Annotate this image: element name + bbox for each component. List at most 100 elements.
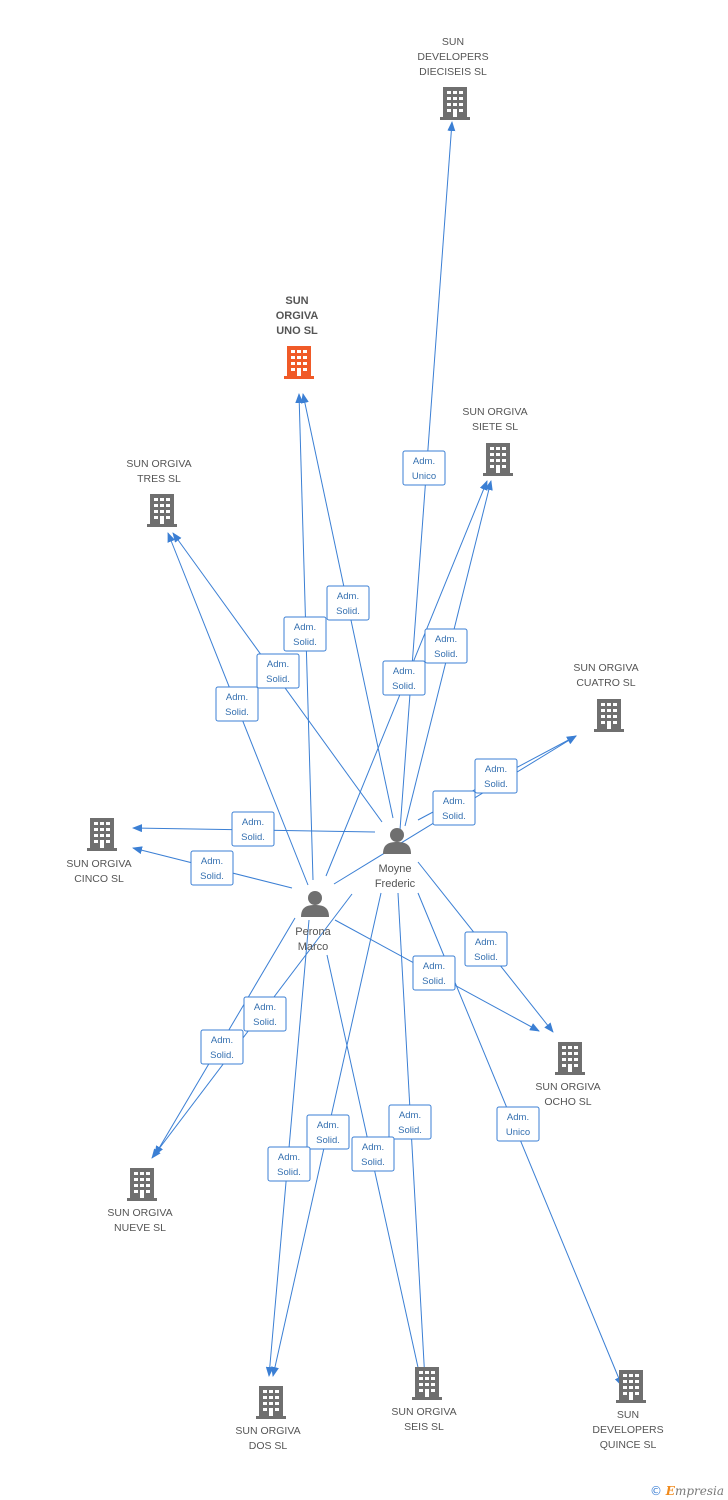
role-label-text: Solid. <box>210 1050 234 1061</box>
role-label[interactable]: Adm.Solid. <box>388 1104 432 1140</box>
brand-initial: E <box>665 1484 675 1498</box>
role-label[interactable]: Adm. Solid. <box>231 811 275 847</box>
role-label-text: Solid. <box>434 649 458 660</box>
building-icon <box>555 1042 585 1075</box>
node-label-line: OCHO SL <box>544 1096 591 1108</box>
role-label[interactable]: Adm.Solid. <box>306 1114 350 1150</box>
role-label[interactable]: Adm.Solid. <box>474 758 518 794</box>
role-label-box <box>231 811 275 847</box>
role-label[interactable]: Adm.Solid. <box>326 585 370 621</box>
role-label[interactable]: Adm.Solid. <box>412 955 456 991</box>
node-label-line: SUN ORGIVA <box>126 458 191 470</box>
company-node-uno[interactable]: SUN ORGIVA UNO SL <box>276 295 319 379</box>
role-label-box <box>256 653 300 689</box>
role-label[interactable]: Adm.Solid. <box>382 660 426 696</box>
role-label-text: Solid. <box>277 1167 301 1178</box>
role-label-text: Adm. <box>435 634 457 645</box>
node-label-line: SUN ORGIVA <box>462 406 527 418</box>
role-label-text: Adm. <box>201 856 223 867</box>
person-icon <box>383 828 411 854</box>
role-label-box <box>306 1114 350 1150</box>
role-label-text: Solid. <box>392 681 416 692</box>
role-label-text: Adm. <box>294 622 316 633</box>
building-icon <box>127 1168 157 1201</box>
role-label-text: Solid. <box>253 1017 277 1028</box>
role-label-text: Adm. <box>475 937 497 948</box>
role-label-text: Solid. <box>422 976 446 987</box>
role-label[interactable]: Adm. Solid. <box>190 850 234 886</box>
role-label-box <box>412 955 456 991</box>
role-label[interactable]: Adm.Solid. <box>432 790 476 826</box>
role-label[interactable]: Adm. Unico <box>496 1106 540 1142</box>
node-label-line: SUN ORGIVA <box>573 662 638 674</box>
company-node-cuatro[interactable]: SUN ORGIVA CUATRO SL <box>573 662 639 732</box>
role-label-box <box>496 1106 540 1142</box>
role-label-text: Adm. <box>317 1120 339 1131</box>
node-label-line: SUN ORGIVA <box>107 1207 172 1219</box>
brand-name: mpresia <box>674 1484 724 1498</box>
role-label-text: Adm. <box>399 1110 421 1121</box>
building-icon <box>87 818 117 851</box>
role-label-text: Adm. <box>362 1142 384 1153</box>
role-label-text: Solid. <box>361 1157 385 1168</box>
node-label-line: ORGIVA <box>276 310 319 322</box>
node-label-line: UNO SL <box>276 325 318 337</box>
building-icon <box>412 1367 442 1400</box>
role-label-box <box>190 850 234 886</box>
role-label-text: Solid. <box>200 871 224 882</box>
node-label-line: SUN <box>617 1409 639 1421</box>
copyright-icon: © <box>649 1484 662 1498</box>
role-label-text: Solid. <box>474 952 498 963</box>
role-label[interactable]: Adm.Solid. <box>256 653 300 689</box>
role-label-box <box>464 931 508 967</box>
role-label[interactable]: Adm. Solid. <box>464 931 508 967</box>
role-label-text: Adm. <box>507 1112 529 1123</box>
role-label-text: Adm. <box>267 659 289 670</box>
node-label-line: DOS SL <box>249 1440 288 1452</box>
role-label[interactable]: Adm. Solid. <box>424 628 468 664</box>
relation-edges <box>132 121 623 1387</box>
role-label[interactable]: Adm. Solid. <box>267 1146 311 1182</box>
role-label-text: Solid. <box>241 832 265 843</box>
node-label-line: Marco <box>298 941 329 953</box>
role-label-box <box>351 1136 395 1172</box>
role-label-text: Solid. <box>225 707 249 718</box>
role-label[interactable]: Adm.Solid. <box>200 1029 244 1065</box>
role-label-text: Adm. <box>278 1152 300 1163</box>
node-label-line: CUATRO SL <box>576 677 635 689</box>
node-label-line: CINCO SL <box>74 873 124 885</box>
node-label-line: Moyne <box>378 863 411 875</box>
role-label-text: Solid. <box>484 779 508 790</box>
role-labels: Adm.UnicoAdm.Solid.Adm.Solid.Adm.Solid.A… <box>190 450 540 1182</box>
role-label-text: Adm. <box>242 817 264 828</box>
company-node-tres[interactable]: SUN ORGIVA TRES SL <box>126 458 192 527</box>
role-label-box <box>388 1104 432 1140</box>
role-label-box <box>474 758 518 794</box>
role-label-box <box>267 1146 311 1182</box>
node-label-line: SUN <box>442 36 464 48</box>
role-label-box <box>424 628 468 664</box>
role-label[interactable]: Adm. Solid. <box>283 616 327 652</box>
node-label-line: SUN <box>285 295 308 307</box>
role-label[interactable]: Adm.Solid. <box>243 996 287 1032</box>
empresia-watermark: © Empresia <box>650 1484 724 1498</box>
role-label[interactable]: Adm.Solid. <box>215 686 259 722</box>
role-label[interactable]: Adm.Unico <box>402 450 446 486</box>
role-label-text: Solid. <box>293 637 317 648</box>
role-label-box <box>243 996 287 1032</box>
role-label-text: Unico <box>506 1127 530 1138</box>
role-label[interactable]: Adm. Solid. <box>351 1136 395 1172</box>
node-label-line: TRES SL <box>137 473 181 485</box>
